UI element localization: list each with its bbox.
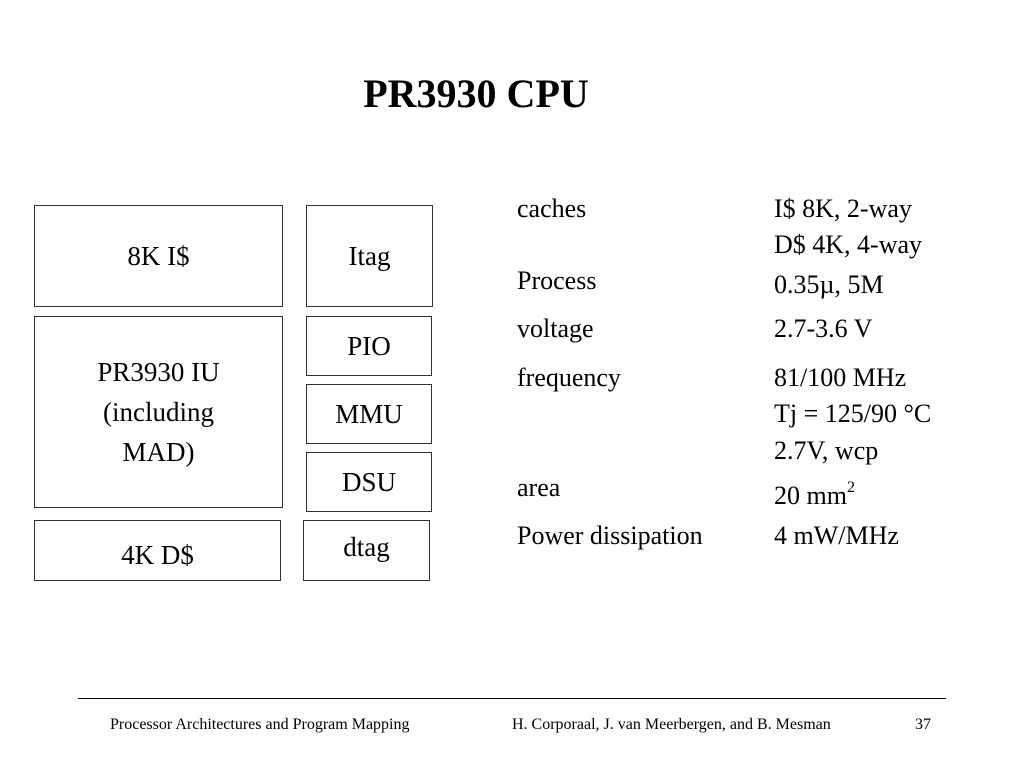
mmu-label: MMU	[335, 399, 403, 429]
spec-label-process: Process	[517, 266, 597, 295]
area-value-text: 20 mm	[774, 481, 847, 510]
footer-course: Processor Architectures and Program Mapp…	[110, 716, 410, 733]
dcache-block: 4K D$	[34, 520, 281, 581]
dtag-label: dtag	[343, 531, 390, 562]
spec-value-condition: 2.7V, wcp	[774, 436, 879, 465]
dcache-label: 4K D$	[121, 539, 194, 570]
dsu-block: DSU	[306, 452, 432, 512]
spec-label-power: Power dissipation	[517, 521, 703, 550]
spec-value-caches-dcache: D$ 4K, 4-way	[774, 230, 923, 259]
spec-label-frequency: frequency	[517, 363, 621, 392]
spec-label-caches: caches	[517, 194, 587, 223]
slide-title: PR3930 CPU	[363, 71, 589, 116]
pio-label: PIO	[347, 331, 391, 361]
spec-value-junction-temp: Tj = 125/90 °C	[774, 399, 932, 428]
dtag-block: dtag	[303, 520, 430, 581]
itag-label: Itag	[348, 241, 391, 271]
spec-value-frequency: 81/100 MHz	[774, 363, 907, 392]
icache-label: 8K I$	[127, 241, 190, 271]
pio-block: PIO	[306, 316, 432, 376]
spec-label-voltage: voltage	[517, 314, 594, 343]
spec-value-power: 4 mW/MHz	[774, 521, 899, 550]
footer-divider	[78, 698, 946, 699]
icache-block: 8K I$	[34, 205, 283, 307]
footer-page-number: 37	[915, 716, 931, 733]
iu-label-line3: MAD)	[122, 437, 195, 467]
spec-value-process: 0.35µ, 5M	[774, 270, 884, 299]
iu-label-line1: PR3930 IU	[97, 357, 220, 387]
spec-value-voltage: 2.7-3.6 V	[774, 314, 873, 343]
mmu-block: MMU	[306, 384, 432, 444]
footer-authors: H. Corporaal, J. van Meerbergen, and B. …	[512, 716, 831, 733]
dsu-label: DSU	[341, 467, 396, 497]
spec-value-caches-icache: I$ 8K, 2-way	[774, 194, 912, 223]
area-superscript: 2	[846, 479, 855, 496]
iu-label-line2: (including	[103, 397, 214, 427]
integer-unit-block: PR3930 IU (including MAD)	[34, 316, 283, 508]
spec-label-area: area	[517, 473, 561, 502]
spec-value-area: 20 mm2	[774, 473, 855, 511]
itag-block: Itag	[306, 205, 433, 307]
